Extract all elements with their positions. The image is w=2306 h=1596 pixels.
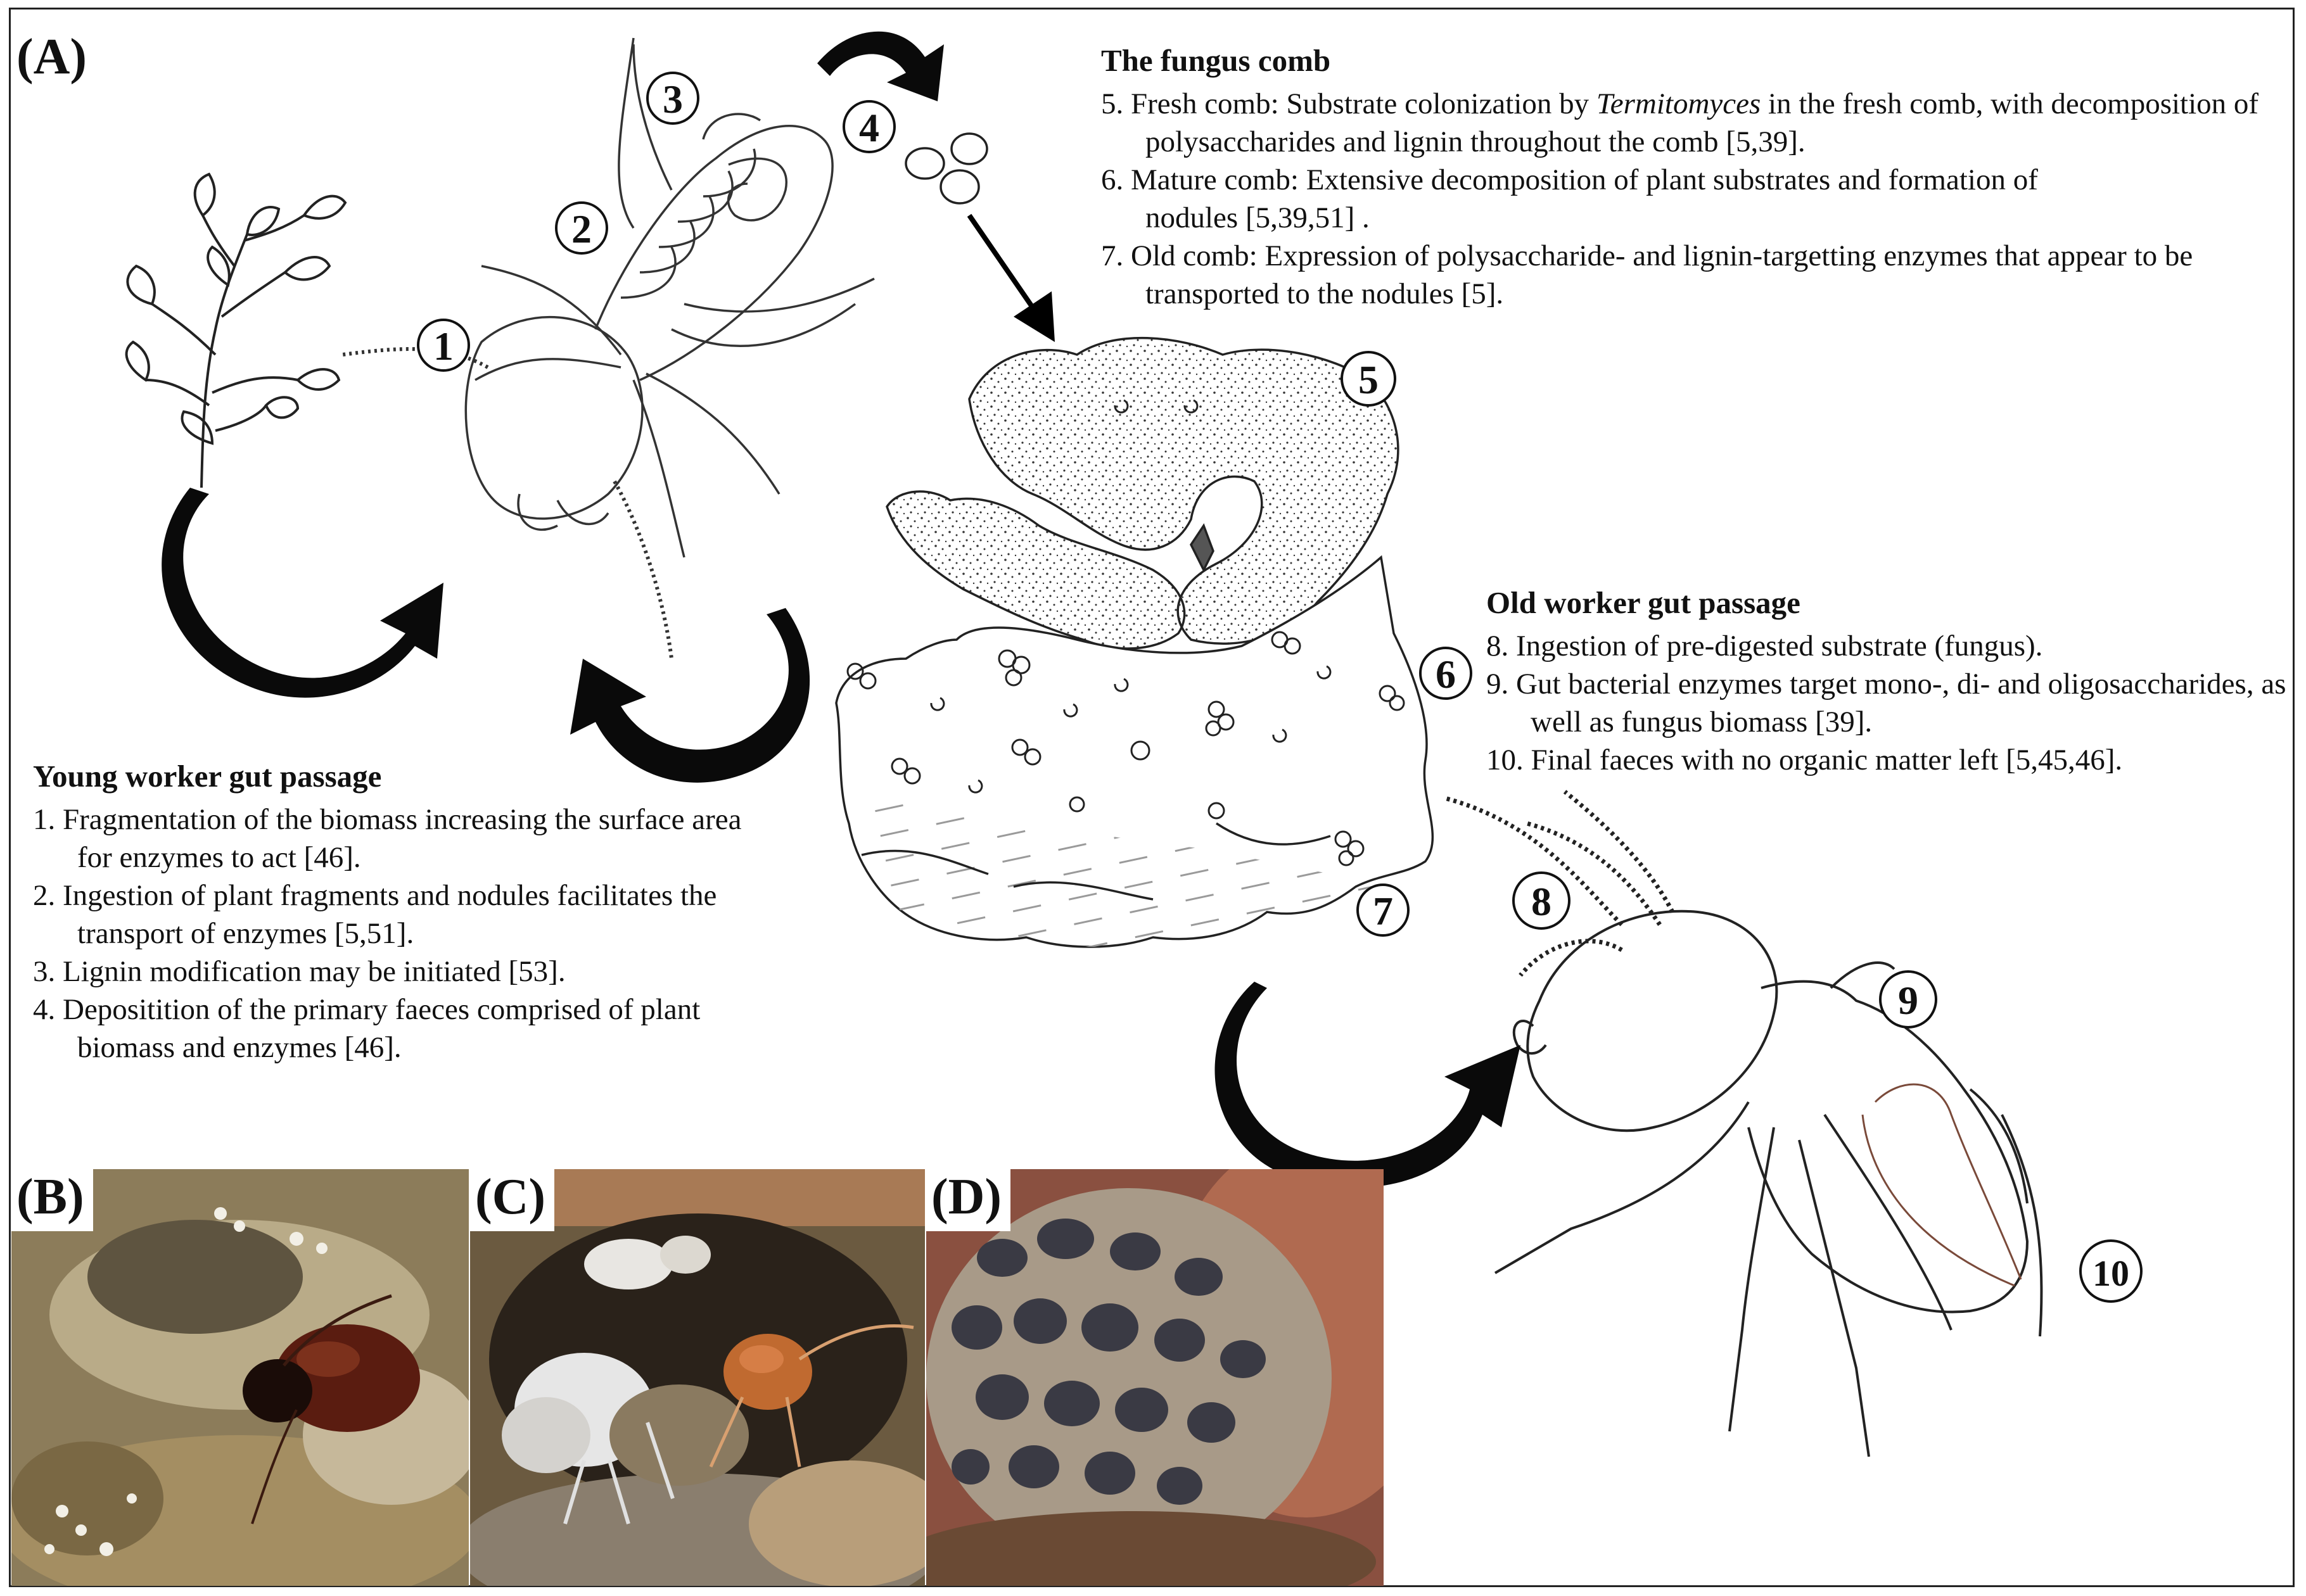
photo-d-fungus-comb: (D) [926, 1169, 1384, 1586]
panel-label-b: (B) [11, 1169, 93, 1231]
photo-c-image [470, 1169, 925, 1586]
fungus-comb [835, 336, 1434, 948]
panel-label-a: (A) [16, 29, 87, 85]
old-worker-item-10: 10. Final faeces with no organic matter … [1486, 744, 2123, 776]
young-worker-text: Young worker gut passage 1. Fragmentatio… [33, 757, 774, 1067]
fungus-comb-item-6: 6. Mature comb: Extensive decomposition … [1101, 163, 2038, 234]
step-1-marker [417, 319, 470, 372]
cycle-arrow-old [1214, 982, 1520, 1188]
plant-illustration [125, 172, 347, 488]
old-worker-item-8: 8. Ingestion of pre-digested substrate (… [1486, 630, 2043, 662]
item-5-text-b: in the fresh comb, with decomposition of… [1145, 87, 2259, 158]
fungus-comb-item-7: 7. Old comb: Expression of polysaccharid… [1101, 239, 2193, 310]
photo-c-workers: (C) [470, 1169, 925, 1586]
step-5-number: 5 [1358, 357, 1379, 402]
step-3-marker [646, 72, 699, 125]
step-6-number: 6 [1436, 652, 1456, 697]
photo-d-image [926, 1169, 1384, 1586]
step-1-number: 1 [433, 324, 454, 369]
step-5-marker [1341, 351, 1396, 407]
young-worker-heading: Young worker gut passage [33, 759, 382, 794]
item-5-text-a: 5. Fresh comb: Substrate colonization by [1101, 87, 1596, 120]
step-4-marker [843, 100, 896, 153]
step-markers [417, 72, 2143, 1303]
step-2-number: 2 [571, 206, 592, 251]
young-worker-item-3: 3. Lignin modification may be initiated … [33, 955, 566, 988]
step-7-number: 7 [1373, 889, 1393, 934]
step-7-marker [1356, 884, 1410, 937]
step-10-number: 10 [2093, 1253, 2129, 1294]
step-number-labels: 1 2 3 4 5 6 7 8 9 10 [433, 77, 2129, 1294]
arrow-to-comb [967, 213, 1055, 342]
step-6-marker [1419, 647, 1472, 700]
step-8-marker [1512, 871, 1570, 930]
primary-faeces-pellets [905, 132, 988, 205]
step-9-number: 9 [1898, 978, 1918, 1023]
fungus-comb-heading: The fungus comb [1101, 43, 1331, 78]
old-worker-termite [1444, 790, 2043, 1457]
young-worker-item-2: 2. Ingestion of plant fragments and nodu… [33, 879, 717, 950]
item-5-italic: Termitomyces [1596, 87, 1761, 120]
fungus-comb-text: The fungus comb 5. Fresh comb: Substrate… [1101, 42, 2305, 313]
fungus-comb-item-5: 5. Fresh comb: Substrate colonization by… [1101, 85, 2286, 161]
old-worker-text: Old worker gut passage 8. Ingestion of p… [1486, 584, 2291, 779]
step-8-number: 8 [1531, 879, 1551, 924]
old-worker-heading: Old worker gut passage [1486, 585, 1800, 620]
step-4-number: 4 [859, 105, 879, 150]
old-worker-item-9: 9. Gut bacterial enzymes target mono-, d… [1486, 668, 2286, 738]
cycle-arrows-young [162, 31, 944, 783]
young-worker-item-1: 1. Fragmentation of the biomass increasi… [33, 803, 742, 874]
step-2-marker [555, 201, 608, 255]
young-worker-item-4: 4. Depositition of the primary faeces co… [33, 993, 701, 1064]
step-3-number: 3 [663, 77, 683, 122]
photo-b-soldier-termite: (B) [11, 1169, 469, 1586]
step-10-marker [2079, 1239, 2143, 1303]
step-9-marker [1879, 970, 1937, 1029]
photo-b-image [11, 1169, 469, 1586]
panel-label-c: (C) [470, 1169, 555, 1231]
young-worker-termite [341, 37, 875, 659]
figure-frame [9, 8, 2295, 1587]
panel-label-d: (D) [926, 1169, 1011, 1231]
